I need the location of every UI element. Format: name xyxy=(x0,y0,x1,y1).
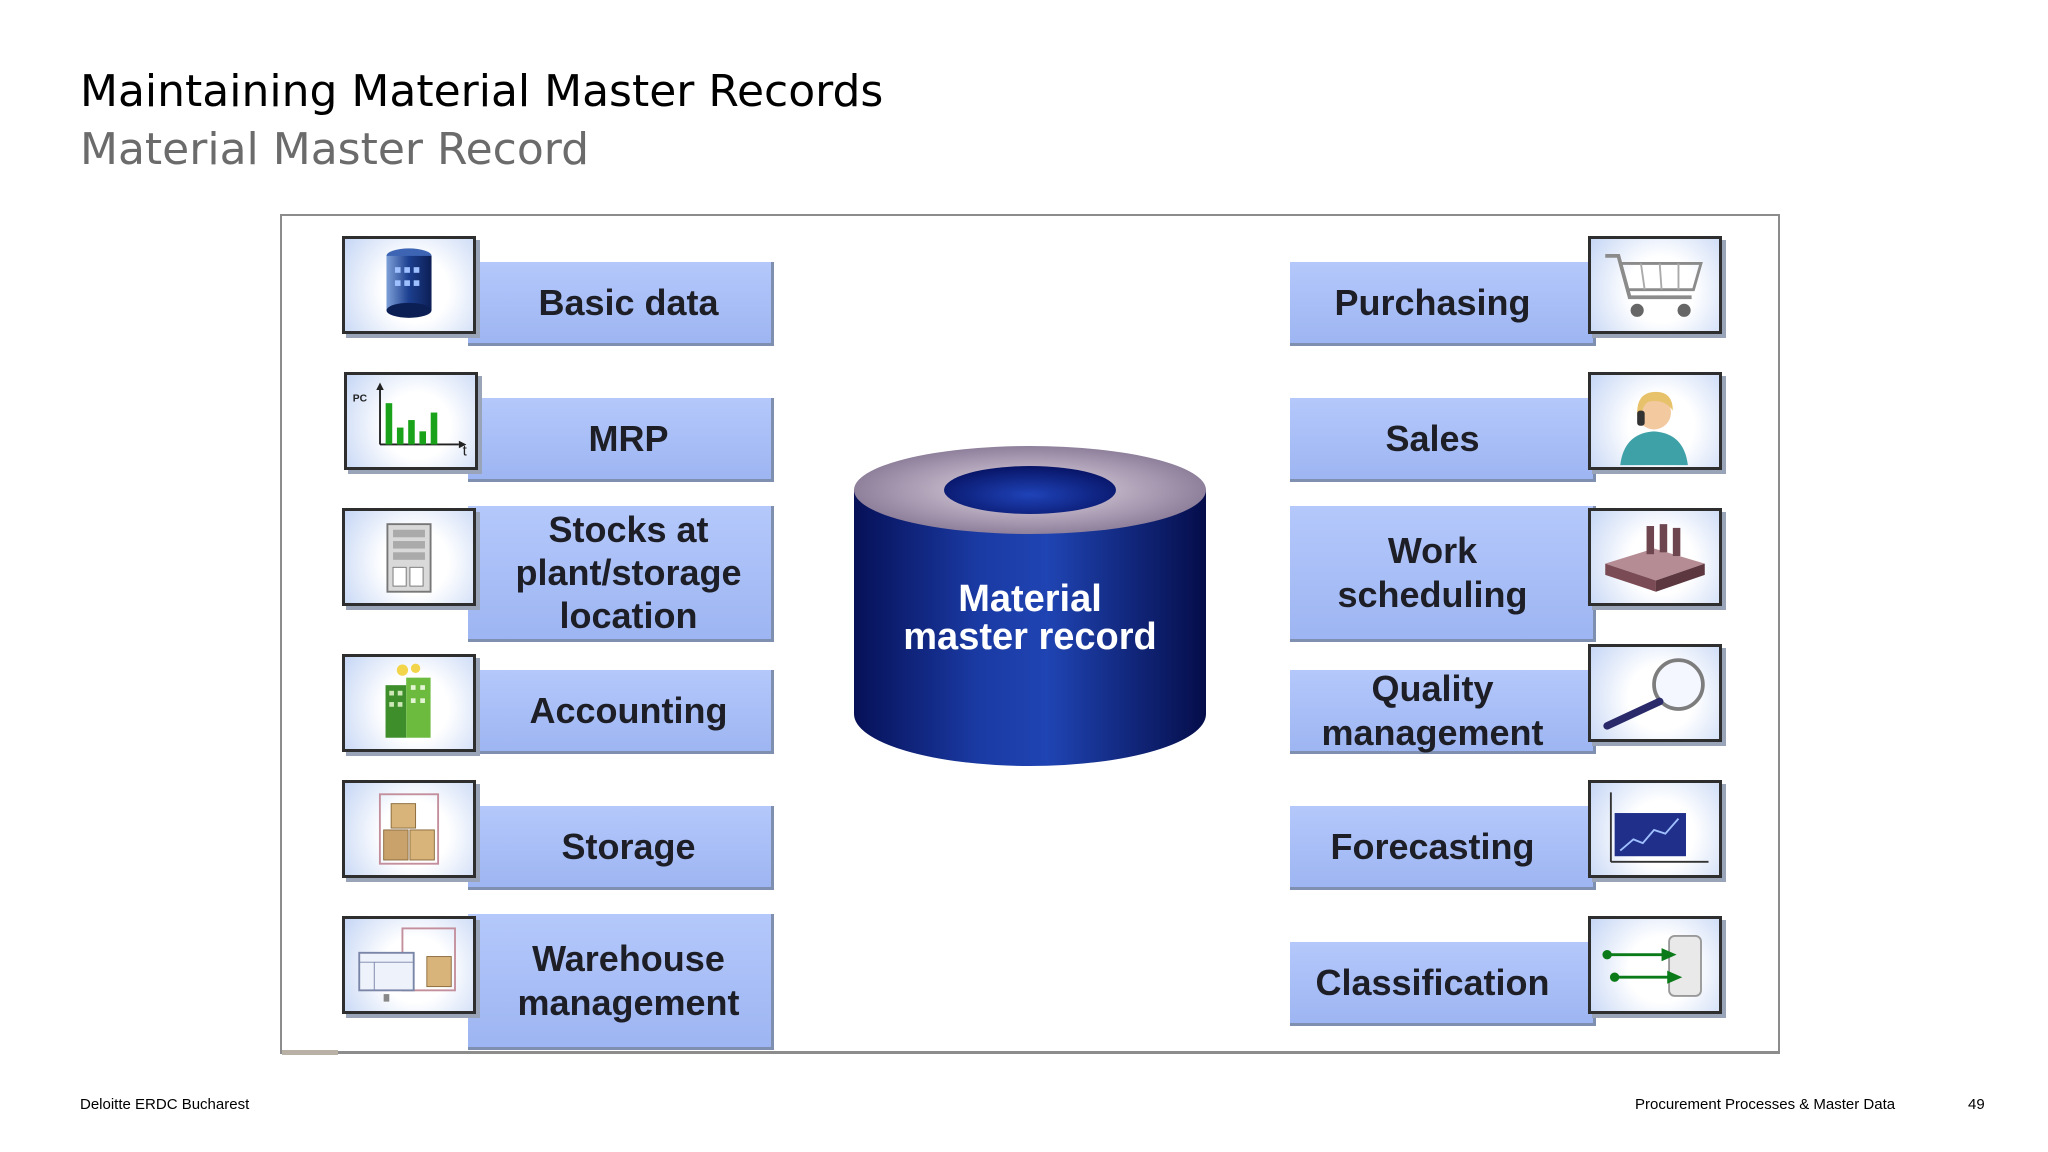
view-stocks: Stocks at plant/storage location xyxy=(468,506,774,642)
view-forecasting: Forecasting xyxy=(1290,806,1596,890)
center-label: Material master record xyxy=(903,578,1157,658)
view-classification: Classification xyxy=(1290,942,1596,1026)
view-accounting: Accounting xyxy=(468,670,774,754)
footer-deck-title: Procurement Processes & Master Data xyxy=(1635,1096,1896,1113)
magnifier-icon xyxy=(1588,644,1722,742)
view-sales: Sales xyxy=(1290,398,1596,482)
view-work-scheduling: Work scheduling xyxy=(1290,506,1596,642)
bar-chart-icon: PC t xyxy=(344,372,478,470)
view-basic-data: Basic data xyxy=(468,262,774,346)
view-storage: Storage xyxy=(468,806,774,890)
sales-person-icon xyxy=(1588,372,1722,470)
view-purchasing: Purchasing xyxy=(1290,262,1596,346)
footer-company: Deloitte ERDC Bucharest xyxy=(80,1096,250,1113)
slide-subtitle: Material Master Record xyxy=(80,124,590,175)
page-number: 49 xyxy=(1968,1096,1985,1113)
money-building-icon xyxy=(342,654,476,752)
server-tower-icon xyxy=(342,236,476,334)
view-mrp: MRP xyxy=(468,398,774,482)
storage-cabinet-icon xyxy=(342,508,476,606)
shopping-cart-icon xyxy=(1588,236,1722,334)
slide-title: Maintaining Material Master Records xyxy=(80,66,884,117)
trend-chart-icon xyxy=(1588,780,1722,878)
classification-arrows-icon xyxy=(1588,916,1722,1014)
frame-corner-mark xyxy=(282,1050,338,1055)
view-warehouse: Warehouse management xyxy=(468,914,774,1050)
boxes-icon xyxy=(342,780,476,878)
warehouse-icon xyxy=(342,916,476,1014)
factory-icon xyxy=(1588,508,1722,606)
material-master-cylinder xyxy=(852,444,1208,768)
chart-y-label: PC xyxy=(353,393,368,404)
chart-x-label: t xyxy=(463,443,468,460)
view-quality-management: Quality management xyxy=(1290,668,1596,754)
